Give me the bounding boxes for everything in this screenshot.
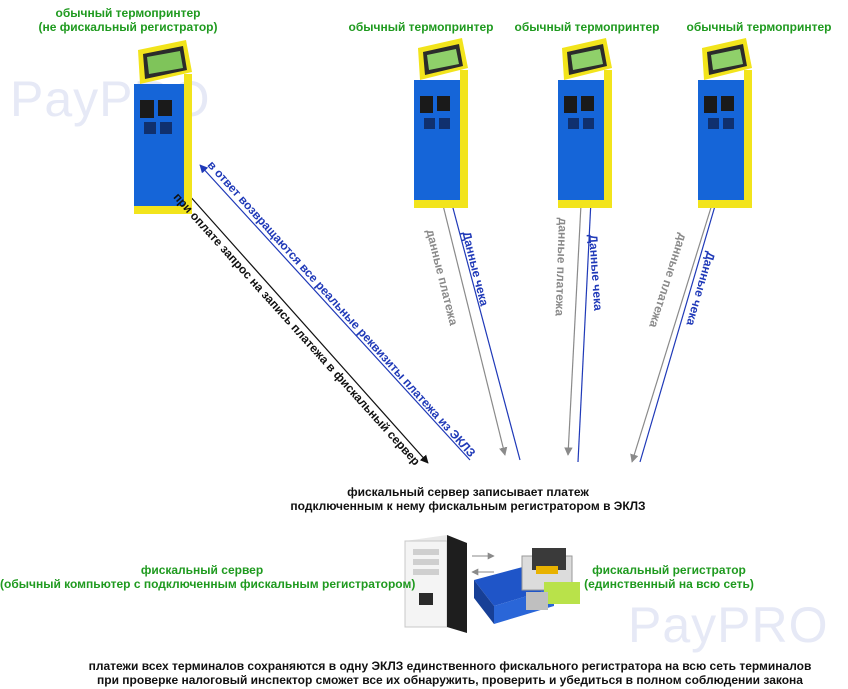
kiosk-terminal-2 [414, 38, 468, 208]
terminal-1-caption-line2: (не фискальный регистратор) [38, 20, 218, 34]
receipt-arrow-2 [442, 177, 521, 461]
terminal-3-caption: обычный термопринтер [514, 20, 660, 34]
kiosk-terminal-1 [134, 40, 192, 214]
fiscal-server-caption: фискальный сервер (обычный компьютер с п… [0, 563, 416, 591]
watermark-logo-bottom: PayPRO [628, 597, 829, 653]
payment-arrow-2 [437, 184, 508, 456]
kiosk-terminal-4 [698, 38, 752, 208]
receipt-arrow-4 [639, 181, 724, 463]
receipt-arrow-3 [577, 179, 596, 463]
payment-arrow-3 [564, 184, 583, 456]
fiscal-registrar-caption: фискальный регистратор (единственный на … [584, 563, 754, 591]
fiscal-server-description: фискальный сервер записывает платеж подк… [238, 485, 698, 513]
footer-note-line1: платежи всех терминалов сохраняются в од… [88, 659, 812, 673]
payment-arrow-4 [630, 184, 719, 463]
terminal-4-caption: обычный термопринтер [686, 20, 832, 34]
fiscal-server-subtitle: (обычный компьютер с подключенным фискал… [0, 577, 416, 591]
response-arrow [199, 164, 471, 461]
footer-note: платежи всех терминалов сохраняются в од… [60, 659, 840, 687]
fiscal-server-description-line1: фискальный сервер записывает платеж [347, 485, 589, 499]
fiscal-server-description-line2: подключенным к нему фискальным регистрат… [290, 499, 646, 513]
request-arrow [179, 184, 429, 464]
kiosk-terminal-3 [558, 38, 612, 208]
fiscal-registrar-icon [474, 548, 580, 624]
terminal-1-caption: обычный термопринтер (не фискальный реги… [28, 6, 228, 34]
terminal-1-caption-line1: обычный термопринтер [55, 6, 201, 20]
footer-note-line2: при проверке налоговый инспектор сможет … [97, 673, 803, 687]
fiscal-server-title: фискальный сервер [140, 563, 264, 577]
server-computer-icon [404, 535, 467, 633]
fiscal-registrar-title: фискальный регистратор [592, 563, 746, 577]
terminal-2-caption: обычный термопринтер [348, 20, 494, 34]
fiscal-registrar-subtitle: (единственный на всю сеть) [584, 577, 754, 591]
